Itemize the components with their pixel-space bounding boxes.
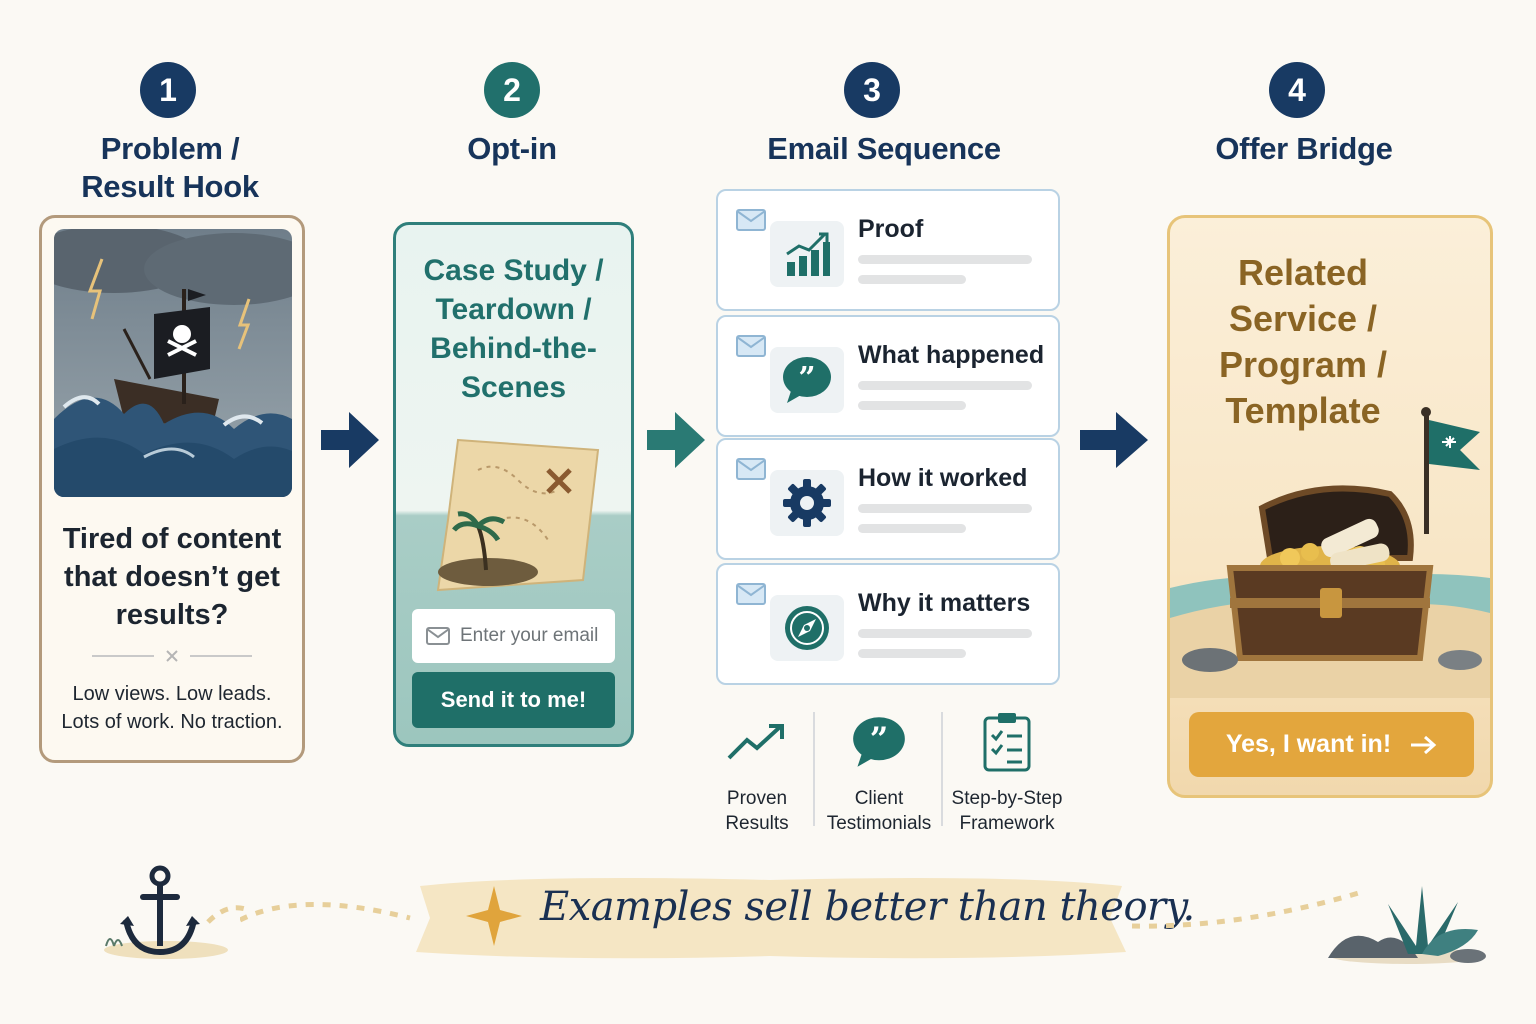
placeholder-line [858,255,1032,264]
offer-button-label: Yes, I want in! [1225,730,1392,758]
step-2-title: Opt-in [467,131,557,166]
placeholder-line [858,401,966,410]
email-card-why-it-matters: Why it matters [716,563,1060,685]
feature-client-testimonials: ” Client Testimonials [820,706,938,836]
quote-bubble-icon: ” [853,717,905,767]
separator [813,712,815,826]
feature-line2: Testimonials [826,813,932,834]
compass-icon-box [770,595,844,661]
placeholder-line [858,629,1032,638]
quote-bubble-icon: ” [783,357,831,403]
step-4-title: Offer Bridge [1215,131,1393,166]
envelope-icon [736,458,766,480]
envelope-icon [736,335,766,357]
arrow-right-icon [647,412,705,468]
step-1-badge: 1 [140,62,196,118]
gear-icon-box [770,470,844,536]
step-4-badge: 4 [1269,62,1325,118]
step-2-badge: 2 [484,62,540,118]
email-card-what-happened: ” What happened [716,315,1060,437]
feature-line2: Framework [959,813,1055,834]
arrow-right-icon [1411,735,1437,754]
offer-title-line1: Related [1237,252,1369,293]
feature-proven-results: Proven Results [708,706,806,836]
placeholder-line [858,649,966,658]
gear-icon [783,479,831,527]
email-card-how-it-worked: How it worked [716,438,1060,560]
feature-line1: Step-by-Step [951,788,1063,809]
problem-question-line2: that doesn’t get [64,561,280,593]
placeholder-line [858,381,1032,390]
send-it-button[interactable]: Send it to me! [412,672,615,728]
email-label: How it worked [858,464,1028,492]
problem-question-line1: Tired of content [62,523,282,555]
tagline-banner [416,878,1126,959]
offer-bridge-card: Related Service / Program / Template Yes… [1167,215,1493,798]
feature-step-by-step-framework: Step-by-Step Framework [946,706,1068,836]
tagline: Examples sell better than theory. [540,884,1195,930]
star-icon [466,886,522,946]
anchor-icon [104,865,248,959]
email-input[interactable]: Enter your email [412,609,615,663]
trend-up-icon [727,724,784,760]
arrow-right-icon [321,412,379,468]
opt-in-title-line3: Behind-the- [430,332,597,365]
placeholder-line [858,275,966,284]
feature-line1: Proven [726,788,788,809]
step-1-title-line1: Problem / [100,131,240,166]
svg-text:”: ” [798,361,815,396]
island-plant-icon [1328,886,1486,964]
opt-in-title: Case Study / Teardown / Behind-the- Scen… [396,251,631,407]
envelope-icon [736,209,766,231]
compass-icon [785,606,829,650]
treasure-map-illustration [436,438,600,592]
checklist-icon [983,713,1031,772]
stormy-pirate-ship-illustration [54,229,292,497]
offer-title-line4: Template [1225,390,1381,431]
email-placeholder: Enter your email [460,625,599,646]
opt-in-title-line2: Teardown / [435,293,592,326]
step-3-badge: 3 [844,62,900,118]
email-label: What happened [858,341,1045,369]
treasure-chest-illustration [1170,407,1490,698]
email-label: Why it matters [858,589,1031,617]
mail-icon [426,627,450,645]
separator [941,712,943,826]
problem-subtext-line2: Lots of work. No traction. [61,711,283,733]
x-divider [92,650,252,662]
dotted-path [240,902,411,923]
yes-i-want-in-button[interactable]: Yes, I want in! [1189,712,1474,777]
svg-text:”: ” [870,721,889,759]
problem-hook-card: Tired of content that doesn’t get result… [39,215,305,763]
opt-in-title-line4: Scenes [460,371,567,404]
offer-title-line2: Service / [1228,298,1378,339]
problem-subtext-line1: Low views. Low leads. [72,683,272,705]
feature-line1: Client [854,788,904,809]
email-label: Proof [858,215,924,243]
bar-chart-icon [786,232,830,276]
feature-line2: Results [725,813,789,834]
step-1-title: Problem / Result Hook [40,130,300,206]
step-1-title-line2: Result Hook [81,169,259,204]
quote-bubble-icon-box: ” [770,347,844,413]
problem-question: Tired of content that doesn’t get result… [42,520,302,634]
envelope-icon [736,583,766,605]
offer-title-line3: Program / [1218,344,1388,385]
step-3-title: Email Sequence [767,131,1001,166]
arrow-right-icon [1080,412,1148,468]
problem-subtext: Low views. Low leads. Lots of work. No t… [42,680,302,736]
offer-title: Related Service / Program / Template [1170,250,1436,434]
email-card-proof: Proof [716,189,1060,311]
opt-in-card: Case Study / Teardown / Behind-the- Scen… [393,222,634,747]
placeholder-line [858,524,966,533]
opt-in-title-line1: Case Study / [423,254,604,287]
placeholder-line [858,504,1032,513]
problem-question-line3: results? [115,599,229,631]
bar-chart-icon-box [770,221,844,287]
